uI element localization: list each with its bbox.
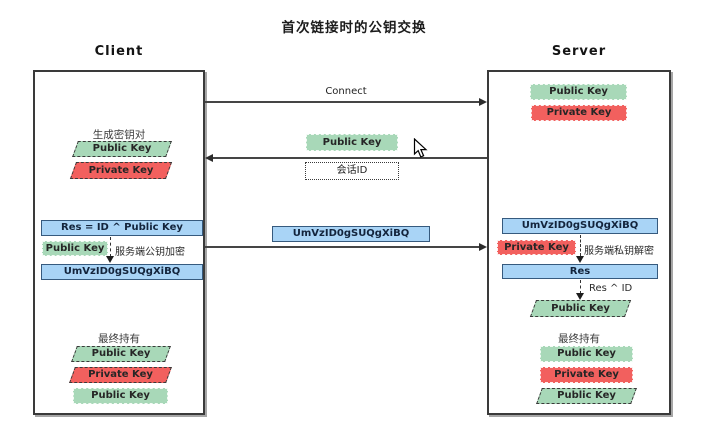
return-arrowhead-icon [205, 154, 213, 162]
cipher-message-box: UmVzID0gSUQgXiBQ [272, 226, 430, 242]
server-derive-note: Res ^ ID [589, 283, 633, 294]
key-label: Public Key [92, 143, 152, 154]
server-public-key: Public Key [530, 84, 627, 100]
cipher-arrowhead-icon [479, 243, 487, 251]
server-decrypt-arrowhead-icon [576, 256, 584, 263]
connect-arrowhead-icon [479, 98, 487, 106]
server-decrypt-key-box: Private Key [497, 240, 576, 255]
server-label: Server [551, 44, 607, 59]
server-decrypt-note: 服务端私钥解密 [584, 246, 654, 257]
server-final-private-key: Private Key [540, 367, 633, 383]
client-final-public-key: Public Key [73, 388, 168, 404]
client-final-server-public-key: Public Key [71, 346, 171, 362]
client-final-private-key: Private Key [69, 367, 172, 383]
return-arrow-line [210, 157, 487, 159]
server-res-box: Res [502, 264, 658, 279]
public-key-message-box: Public Key [306, 134, 398, 151]
client-generated-public-key: Public Key [72, 141, 172, 157]
session-id-box: 会话ID [305, 162, 399, 180]
key-label: Public Key [91, 348, 151, 359]
server-final-client-public-key: Public Key [536, 388, 637, 404]
mouse-cursor-icon [413, 138, 428, 158]
client-final-caption: 最终持有 [98, 333, 140, 345]
connect-arrow-line [205, 101, 482, 103]
server-final-public-key: Public Key [540, 346, 633, 362]
page-title: 首次链接时的公钥交换 [281, 20, 427, 36]
server-derive-arrow-line [580, 280, 581, 294]
client-encrypt-arrow-line [110, 237, 111, 257]
client-res-formula-box: Res = ID ^ Public Key [41, 220, 203, 236]
client-encrypt-arrowhead-icon [106, 256, 114, 263]
key-label: Public Key [557, 390, 616, 401]
server-final-caption: 最终持有 [558, 333, 600, 345]
cipher-arrow-line [205, 246, 482, 248]
connect-message-label: Connect [325, 86, 367, 97]
client-generated-private-key: Private Key [69, 162, 173, 179]
client-keygen-caption: 生成密钥对 [92, 129, 146, 141]
server-derived-public-key: Public Key [529, 300, 632, 317]
client-label: Client [94, 44, 144, 59]
client-encrypt-note: 服务端公钥加密 [115, 247, 185, 258]
key-label: Private Key [88, 369, 153, 380]
server-derive-arrowhead-icon [576, 293, 584, 300]
server-decrypt-arrow-line [580, 235, 581, 256]
key-label: Public Key [551, 303, 610, 314]
server-private-key: Private Key [531, 105, 627, 121]
key-label: Private Key [88, 165, 154, 176]
server-cipher-box: UmVzID0gSUQgXiBQ [502, 218, 658, 234]
client-encrypt-key-box: Public Key [42, 241, 108, 256]
client-cipher-box: UmVzID0gSUQgXiBQ [41, 264, 203, 280]
